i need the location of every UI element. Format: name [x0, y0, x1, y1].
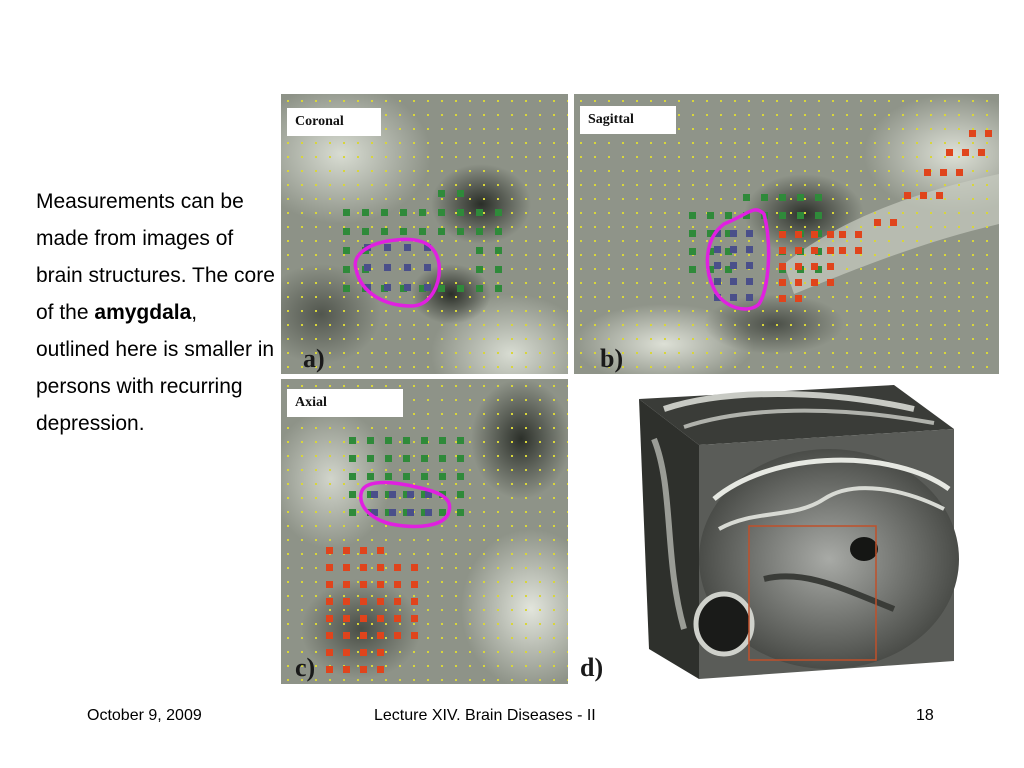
body-text-part2: outlined here is smaller in persons with… — [36, 338, 275, 435]
panel-label-sagittal: Sagittal — [580, 106, 676, 134]
panel-coronal: Coronal a) — [281, 94, 568, 374]
panel-label-coronal: Coronal — [287, 108, 381, 136]
panel-sagittal: Sagittal b) — [574, 94, 999, 374]
body-paragraph: Measurements can be made from images of … — [36, 183, 276, 442]
footer-title: Lecture XIV. Brain Diseases - II — [374, 707, 596, 724]
amygdala-outline-icon — [353, 237, 441, 308]
body-text-part1: Measurements can be made from images of … — [36, 190, 275, 324]
panel-3d-mri: d) — [574, 379, 999, 684]
body-text-comma: , — [191, 301, 198, 324]
footer-date: October 9, 2009 — [87, 707, 202, 724]
footer-page-number: 18 — [916, 707, 934, 724]
mri-cube-icon — [639, 385, 959, 679]
sagittal-mri-image — [574, 94, 999, 374]
axial-mri-image — [281, 379, 568, 684]
panel-label-axial: Axial — [287, 389, 403, 417]
panel-axial: Axial c) — [281, 379, 568, 684]
panel-letter-d: d) — [580, 653, 604, 682]
slide-body-text: Measurements can be made from images of … — [36, 183, 276, 442]
coronal-mri-image — [281, 94, 568, 374]
panel-letter-b: b) — [600, 344, 624, 373]
body-text-bold-amygdala: amygdala — [94, 301, 192, 324]
amygdala-outline-icon — [705, 208, 771, 311]
roi-box — [748, 525, 877, 661]
panel-letter-c: c) — [295, 653, 316, 682]
panel-letter-a: a) — [303, 344, 325, 373]
amygdala-outline-icon — [359, 480, 452, 529]
